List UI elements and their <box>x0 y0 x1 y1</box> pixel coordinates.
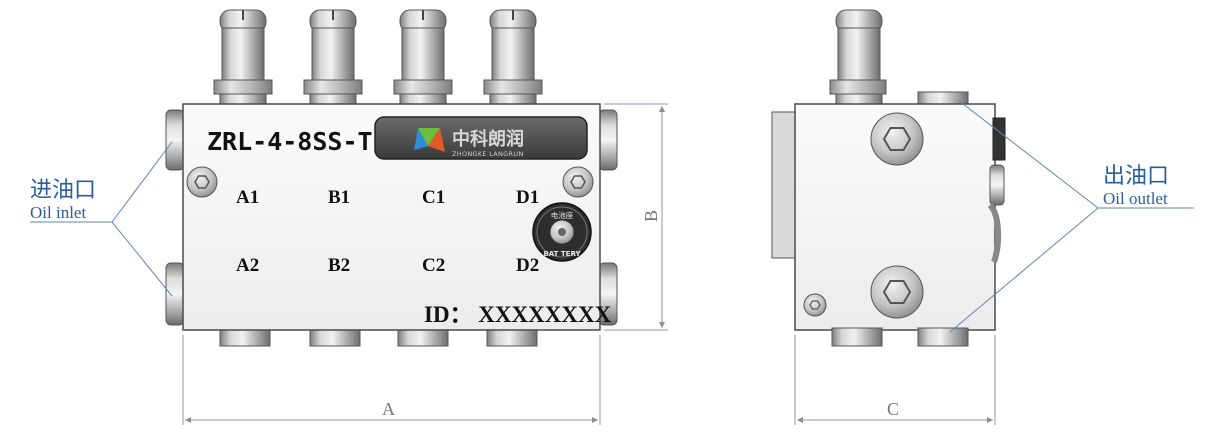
brand-name-en: ZHONGKE LANGRUN <box>452 150 524 158</box>
outlet-label-en: Oil outlet <box>1103 189 1168 208</box>
side-adjust-screw <box>829 9 887 105</box>
mounting-bolt-right <box>562 166 594 198</box>
port-label-b2: B2 <box>328 255 350 276</box>
badge-bottom-text: BAT TERY <box>543 250 581 258</box>
badge-top-text: 电池座 <box>551 210 574 220</box>
mounting-bolt-left <box>186 166 218 198</box>
port-label-a1: A1 <box>236 187 259 208</box>
side-view: C 出油口 Oil outlet <box>771 9 1194 425</box>
adjust-screw <box>303 9 363 107</box>
top-adjust-screws <box>213 9 543 107</box>
dimension-depth: C <box>794 335 996 425</box>
id-label: ID： XXXXXXXX <box>424 302 612 327</box>
battery-badge: 电池座 BAT TERY <box>532 202 592 262</box>
brand-name-cn: 中科朗润 <box>452 128 524 150</box>
port-label-c2: C2 <box>422 255 445 276</box>
inlet-label-cn: 进油口 <box>30 178 96 203</box>
port-label-c1: C1 <box>422 187 445 208</box>
adjust-screw <box>393 9 453 107</box>
brand-logo-plate: 中科朗润 ZHONGKE LANGRUN <box>374 116 588 160</box>
model-label: ZRL-4-8SS-T <box>207 127 373 156</box>
port-label-b1: B1 <box>328 187 350 208</box>
dimension-label-a: A <box>382 399 395 419</box>
outlet-annotation: 出油口 Oil outlet <box>949 99 1194 333</box>
port-labels: A1 B1 C1 D1 A2 B2 C2 D2 <box>236 187 539 276</box>
side-back-plate <box>771 111 797 259</box>
bottom-fittings <box>219 327 538 347</box>
brand-logo-icon <box>414 128 445 152</box>
dimension-label-b: B <box>641 210 661 222</box>
adjust-screw <box>483 9 543 107</box>
inlet-annotation: 进油口 Oil inlet <box>30 141 173 297</box>
port-label-a2: A2 <box>236 255 259 276</box>
side-bolt-top <box>870 112 924 166</box>
dimension-height: B <box>604 103 668 331</box>
port-label-d2: D2 <box>516 255 539 276</box>
side-small-bolt <box>803 293 827 317</box>
side-bolt-bottom <box>870 265 924 319</box>
outlet-label-cn: 出油口 <box>1103 164 1169 189</box>
front-view: ZRL-4-8SS-T 中科朗润 ZHONGKE LANGRUN A1 B1 C… <box>30 9 668 425</box>
inlet-label-en: Oil inlet <box>30 203 86 222</box>
port-label-d1: D1 <box>516 187 539 208</box>
dimension-width: A <box>182 335 601 425</box>
dimension-label-c: C <box>887 399 899 419</box>
side-fittings <box>165 109 618 326</box>
adjust-screw <box>213 9 273 107</box>
